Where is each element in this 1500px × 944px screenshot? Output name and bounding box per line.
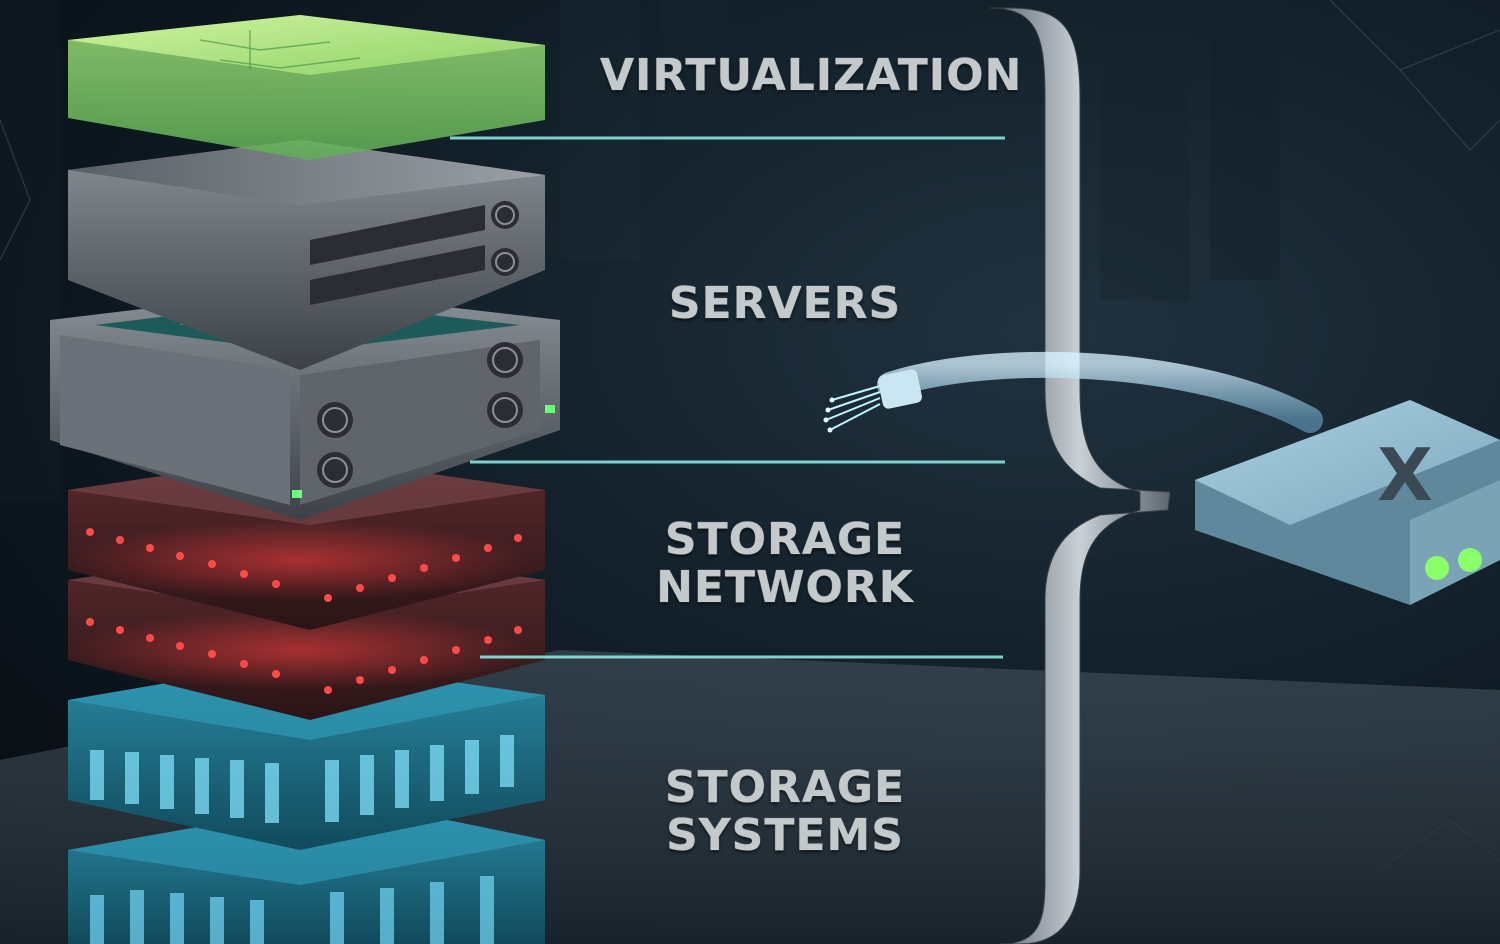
server-chassis-upper [68,140,545,370]
switch-status-led-2 [1458,548,1482,572]
label-servers-line-1: SERVERS [668,278,902,329]
switch-status-led-1 [1425,556,1449,580]
fiber-optic-cable [823,351,1323,433]
label-servers: SERVERS [600,280,970,328]
label-virtualization: VIRTUALIZATION [600,50,1023,101]
background-racks [0,0,1280,500]
label-storage-network-line-2: NETWORK [656,562,914,613]
connector-lines [450,136,1005,659]
label-virtualization-line-1: VIRTUALIZATION [600,50,1023,101]
virtualization-slab [68,15,545,160]
label-storage-systems: STORAGE SYSTEMS [600,764,970,860]
label-storage-systems-line-2: SYSTEMS [666,810,904,861]
label-storage-network-line-1: STORAGE [664,514,906,565]
label-storage-network: STORAGE NETWORK [600,516,970,612]
network-switch-box: X [1195,400,1500,605]
label-storage-systems-line-1: STORAGE [664,762,906,813]
switch-logo: X [1377,433,1433,517]
